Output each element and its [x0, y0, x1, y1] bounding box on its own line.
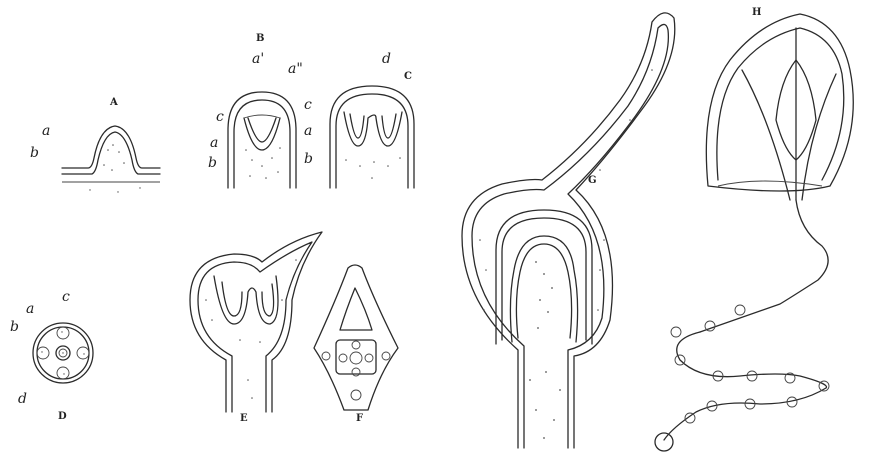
figure-a-letter-b: b [30, 146, 39, 160]
figure-f-drawing [314, 265, 398, 410]
figure-b-letter-a-prime: a' [252, 52, 264, 66]
figure-c-drawing [330, 86, 414, 188]
figure-c-letter-b: b [304, 152, 313, 166]
figure-d-letter-d: d [18, 392, 27, 406]
figure-c-letter-c: c [304, 98, 312, 112]
figure-b-letter-c: c [216, 110, 224, 124]
beaded-thread [655, 305, 829, 451]
figure-b-letter-a-double-prime: a" [288, 62, 303, 76]
figure-f-label: F [356, 414, 364, 424]
figure-h-label: H [752, 8, 762, 18]
figure-a-drawing [62, 126, 160, 193]
figure-g-drawing [462, 13, 675, 448]
figure-b-letter-a: a [210, 136, 218, 150]
figure-e-label: E [240, 414, 248, 424]
figure-d-letter-c: c [62, 290, 70, 304]
figure-b-drawing [228, 92, 296, 188]
figure-d-letter-b: b [10, 320, 19, 334]
figure-d-drawing [33, 323, 93, 383]
figure-d-label: D [58, 412, 67, 422]
figure-c-label: C [404, 72, 412, 82]
figure-h-drawing [655, 14, 853, 451]
figure-d-letter-a: a [26, 302, 34, 316]
figure-b-letter-b: b [208, 156, 217, 170]
figure-a-letter-a: a [42, 124, 50, 138]
figure-c-letter-a: a [304, 124, 312, 138]
figure-g-label: G [588, 176, 597, 186]
figure-e-drawing [190, 232, 322, 412]
figure-c-letter-d: d [382, 52, 391, 66]
figure-a-label: A [110, 98, 118, 108]
figure-b-label: B [256, 34, 265, 44]
